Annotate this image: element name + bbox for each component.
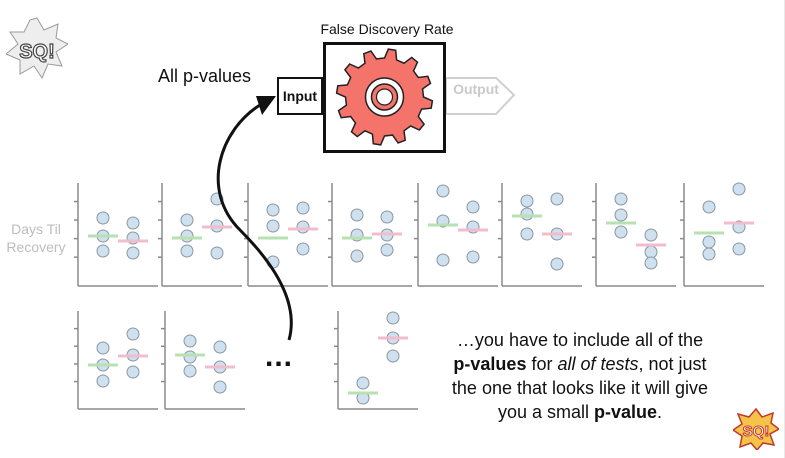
dot xyxy=(614,208,628,222)
dot xyxy=(732,242,746,256)
caption-line4-end: . xyxy=(657,402,663,422)
dot xyxy=(96,374,110,388)
input-label: Input xyxy=(282,88,318,104)
dot xyxy=(520,207,534,221)
dot xyxy=(266,219,280,233)
y-axis-label-line2: Recovery xyxy=(6,239,66,255)
logo-text: SQ! xyxy=(19,41,55,63)
caption-line1: …you have to include all of the xyxy=(456,330,704,350)
fdr-title: False Discovery Rate xyxy=(320,21,454,37)
caption-line2: p-values for all of tests, not just xyxy=(440,352,720,376)
dot xyxy=(210,246,224,260)
dot xyxy=(296,220,310,234)
dot xyxy=(386,311,400,325)
output-label: Output xyxy=(453,81,499,97)
dot xyxy=(126,216,140,230)
dot xyxy=(96,211,110,225)
caption-bold-pvalues: p-values xyxy=(453,354,527,374)
dot xyxy=(296,201,310,215)
dot xyxy=(436,184,450,198)
logo-text-small: SQ! xyxy=(743,423,770,440)
caption: …you have to include all of the p-values… xyxy=(440,328,720,424)
dot xyxy=(296,242,310,256)
dot xyxy=(520,194,534,208)
dot xyxy=(466,250,480,264)
dot xyxy=(436,253,450,267)
input-box: Input xyxy=(277,77,323,115)
dot xyxy=(550,192,564,206)
dot xyxy=(96,341,110,355)
caption-line4-start: you a small xyxy=(497,402,594,422)
dot xyxy=(702,247,716,261)
fdr-gear-box xyxy=(323,42,446,153)
dot xyxy=(380,210,394,224)
ellipsis: ... xyxy=(265,340,294,373)
dot xyxy=(380,243,394,257)
y-axis-label: Days Til Recovery xyxy=(2,220,70,256)
caption-line4: you a small p-value. xyxy=(440,400,720,424)
dot xyxy=(350,208,364,222)
caption-italic: all of tests xyxy=(557,354,639,374)
dot xyxy=(126,246,140,260)
flow-arrow xyxy=(216,103,293,341)
dot xyxy=(213,380,227,394)
dot xyxy=(126,365,140,379)
dot xyxy=(126,327,140,341)
dot xyxy=(732,182,746,196)
dot xyxy=(183,334,197,348)
caption-line3: the one that looks like it will give xyxy=(451,378,709,398)
caption-bold-pvalue: p-value xyxy=(594,402,658,422)
dot xyxy=(180,213,194,227)
dot xyxy=(183,350,197,364)
statquest-logo-small: SQ! xyxy=(733,408,779,450)
gear-icon xyxy=(335,48,434,146)
dot xyxy=(466,200,480,214)
dot xyxy=(550,257,564,271)
statquest-logo: SQ! xyxy=(6,17,68,80)
caption-line2-end: , not just xyxy=(638,354,707,374)
dot xyxy=(614,192,628,206)
dot xyxy=(96,244,110,258)
dot xyxy=(520,227,534,241)
dot xyxy=(266,203,280,217)
all-pvalues-label: All p-values xyxy=(158,66,252,86)
dot xyxy=(180,229,194,243)
dot xyxy=(350,249,364,263)
dot xyxy=(614,225,628,239)
dot xyxy=(180,244,194,258)
dot xyxy=(386,349,400,363)
dot xyxy=(644,245,658,259)
flow-arrowhead xyxy=(256,96,276,115)
dot xyxy=(644,256,658,270)
dot xyxy=(356,376,370,390)
dot xyxy=(213,340,227,354)
dot xyxy=(702,200,716,214)
dot xyxy=(644,228,658,242)
caption-line2-mid: for xyxy=(526,354,558,374)
y-axis-label-line1: Days Til xyxy=(11,221,61,237)
dot xyxy=(702,235,716,249)
dot xyxy=(183,364,197,378)
